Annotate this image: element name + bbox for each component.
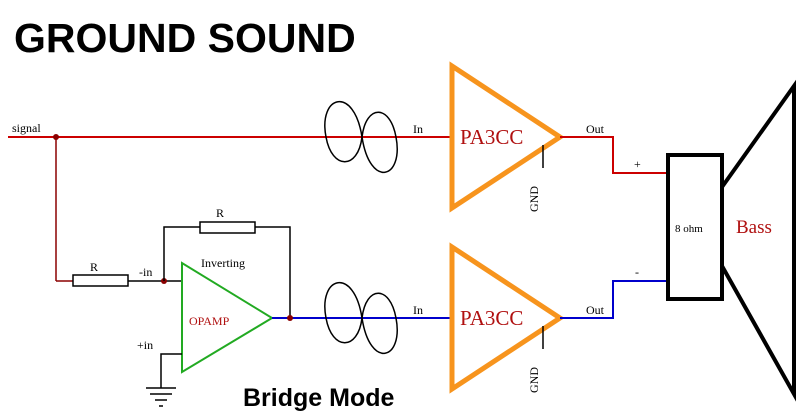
impedance-label: 8 ohm — [675, 223, 703, 235]
opamp-output-junction — [287, 315, 293, 321]
ground-symbol — [146, 387, 176, 407]
opamp-symbol — [181, 261, 274, 374]
bottom-cable-loop — [324, 282, 398, 354]
input-branch-wire — [55, 137, 73, 282]
opamp-label: OPAMP — [189, 314, 230, 328]
input-resistor-label: R — [90, 260, 98, 274]
minus-in-label: -in — [139, 265, 152, 279]
top-amplifier-in-label: In — [413, 122, 423, 136]
input-resistor — [72, 274, 129, 287]
bottom-output-wire — [560, 280, 668, 319]
inverting-label: Inverting — [201, 256, 245, 270]
plus-in-wire — [160, 353, 182, 388]
plus-terminal-label: + — [634, 157, 641, 171]
minus-terminal-label: - — [635, 265, 639, 279]
page-title: GROUND SOUND — [14, 15, 356, 61]
bottom-amplifier-in-label: In — [413, 303, 423, 317]
top-amplifier-out-label: Out — [586, 122, 605, 136]
top-amplifier-gnd-label: GND — [527, 186, 541, 212]
subtitle: Bridge Mode — [243, 384, 394, 412]
bottom-amplifier-out-label: Out — [586, 303, 605, 317]
bottom-amplifier-name: PA3CC — [460, 306, 523, 330]
bottom-amplifier — [449, 242, 565, 394]
speaker-cone — [720, 79, 796, 402]
speaker-label: Bass — [736, 217, 772, 238]
feedback-wire — [163, 226, 291, 318]
top-output-wire — [560, 136, 668, 174]
plus-in-label: +in — [137, 338, 153, 352]
top-amplifier — [449, 61, 565, 213]
signal-junction — [53, 134, 59, 140]
feedback-resistor — [199, 221, 256, 234]
feedback-resistor-label: R — [216, 206, 224, 220]
top-amplifier-name: PA3CC — [460, 125, 523, 149]
bottom-amplifier-gnd-label: GND — [527, 367, 541, 393]
top-cable-loop — [324, 101, 398, 173]
signal-label: signal — [12, 121, 41, 135]
